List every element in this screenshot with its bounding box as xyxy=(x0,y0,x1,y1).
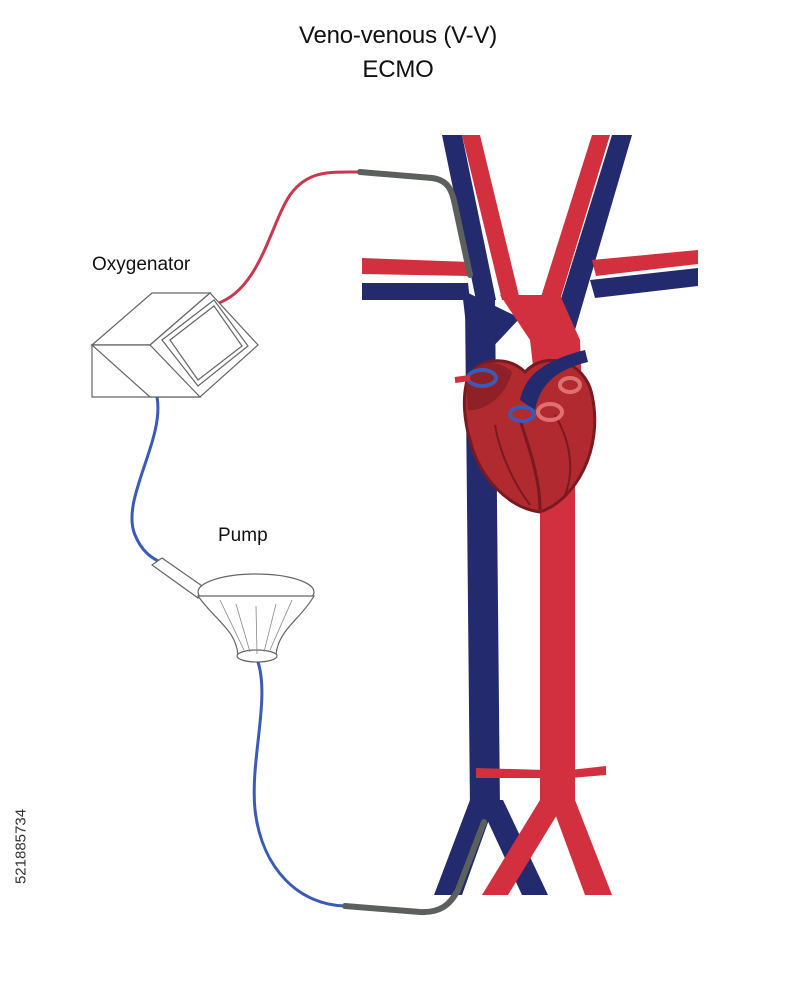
ecmo-circuit xyxy=(130,169,487,916)
left-renal-artery xyxy=(476,768,545,778)
pump-bell xyxy=(196,595,316,656)
return-tube xyxy=(214,170,362,306)
right-subclavian-artery xyxy=(592,250,698,276)
aorta xyxy=(540,470,575,810)
pump-inlet xyxy=(150,557,206,599)
venous-system xyxy=(362,135,698,895)
pulmonary-opening xyxy=(508,405,536,423)
ventricle-line-left xyxy=(494,424,531,506)
aortic-opening xyxy=(536,402,564,422)
left-jugular-vein xyxy=(442,135,496,300)
pump-ribs xyxy=(219,599,293,655)
right-pulmonary-vein xyxy=(558,376,582,394)
upper-cannula xyxy=(357,169,473,278)
ventricle-line-right xyxy=(554,414,572,496)
right-subclavian-vein xyxy=(590,268,698,298)
oxygenator-to-pump-tube xyxy=(130,395,162,564)
right-carotid-artery xyxy=(540,135,610,300)
diagram-title-line2: ECMO xyxy=(362,56,434,83)
left-carotid-artery xyxy=(462,135,520,300)
diagram-title-line1: Veno-venous (V-V) xyxy=(298,22,498,49)
oxygenator-front-face xyxy=(90,344,202,398)
left-iliac-artery xyxy=(482,800,566,895)
pump-device xyxy=(150,557,316,663)
watermark-id: 521885734 xyxy=(12,808,30,885)
oxygenator-label: Oxygenator xyxy=(92,254,191,275)
pulmonary-artery xyxy=(520,350,588,410)
pump-to-cannula-tube xyxy=(252,660,347,908)
left-subclavian-artery xyxy=(362,258,470,276)
pump-label: Pump xyxy=(218,525,268,546)
heart-body xyxy=(462,358,597,514)
heart xyxy=(454,350,597,514)
right-jugular-vein xyxy=(555,135,632,330)
left-subclavian-vein xyxy=(362,283,470,300)
right-iliac-artery xyxy=(550,800,612,895)
oxygenator-device xyxy=(90,292,259,398)
lower-cannula xyxy=(342,819,487,916)
arterial-system xyxy=(362,135,698,895)
left-pulmonary-vein xyxy=(454,375,471,383)
ventricle-divider xyxy=(518,419,542,511)
right-renal-artery xyxy=(570,766,606,778)
oxygenator-window-inner xyxy=(169,305,243,381)
